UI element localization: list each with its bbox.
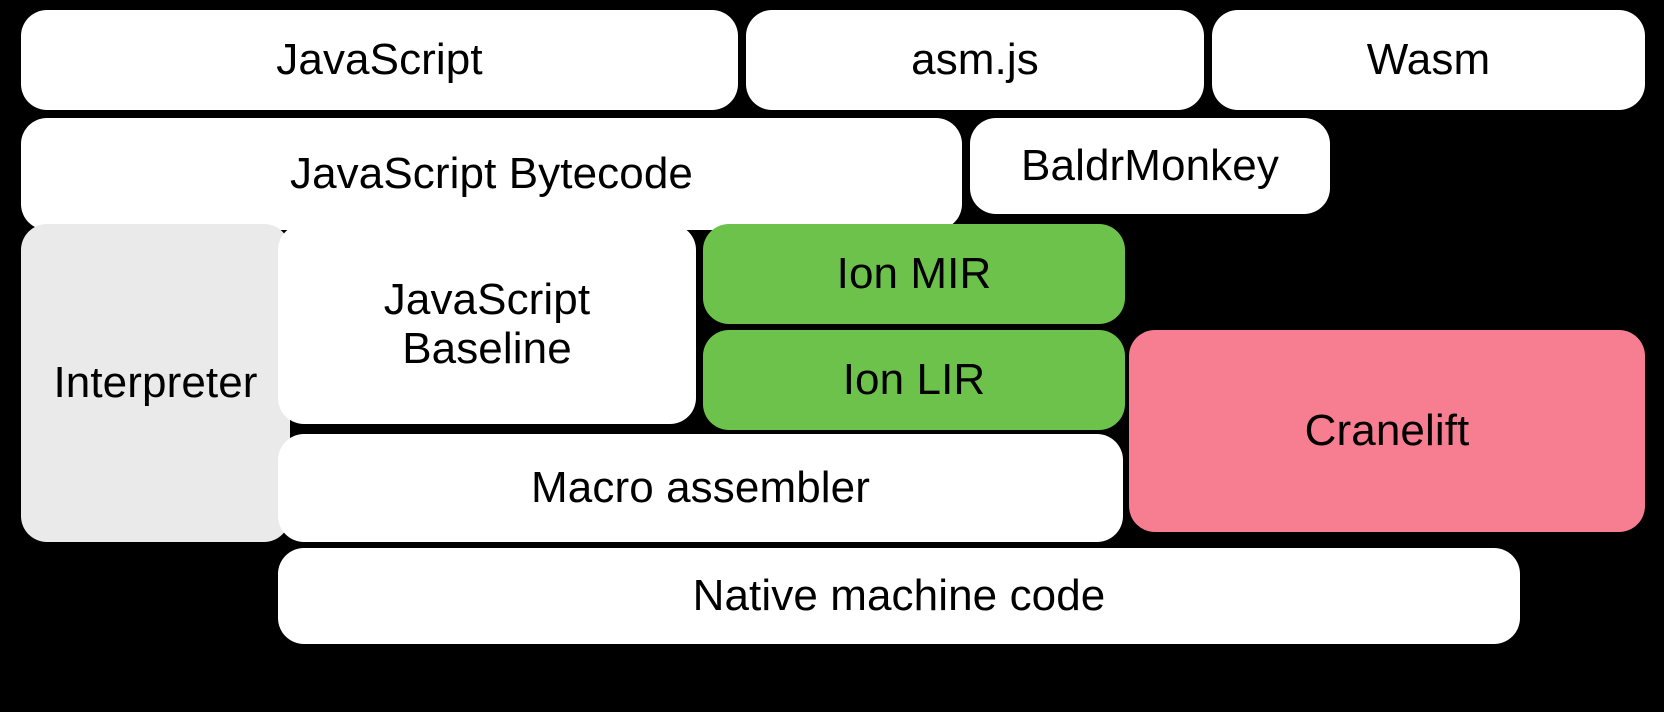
node-ion-mir[interactable]: Ion MIR (703, 224, 1125, 324)
node-javascript[interactable]: JavaScript (21, 10, 738, 110)
node-native-machine-code[interactable]: Native machine code (278, 548, 1520, 644)
node-interpreter[interactable]: Interpreter (21, 224, 290, 542)
node-javascript-bytecode[interactable]: JavaScript Bytecode (21, 118, 962, 230)
node-asmjs[interactable]: asm.js (746, 10, 1204, 110)
node-macro-assembler[interactable]: Macro assembler (278, 434, 1123, 542)
node-javascript-baseline[interactable]: JavaScript Baseline (278, 224, 696, 424)
node-ion-lir[interactable]: Ion LIR (703, 330, 1125, 430)
node-cranelift[interactable]: Cranelift (1129, 330, 1645, 532)
node-wasm[interactable]: Wasm (1212, 10, 1645, 110)
node-baldrmonkey[interactable]: BaldrMonkey (970, 118, 1330, 214)
